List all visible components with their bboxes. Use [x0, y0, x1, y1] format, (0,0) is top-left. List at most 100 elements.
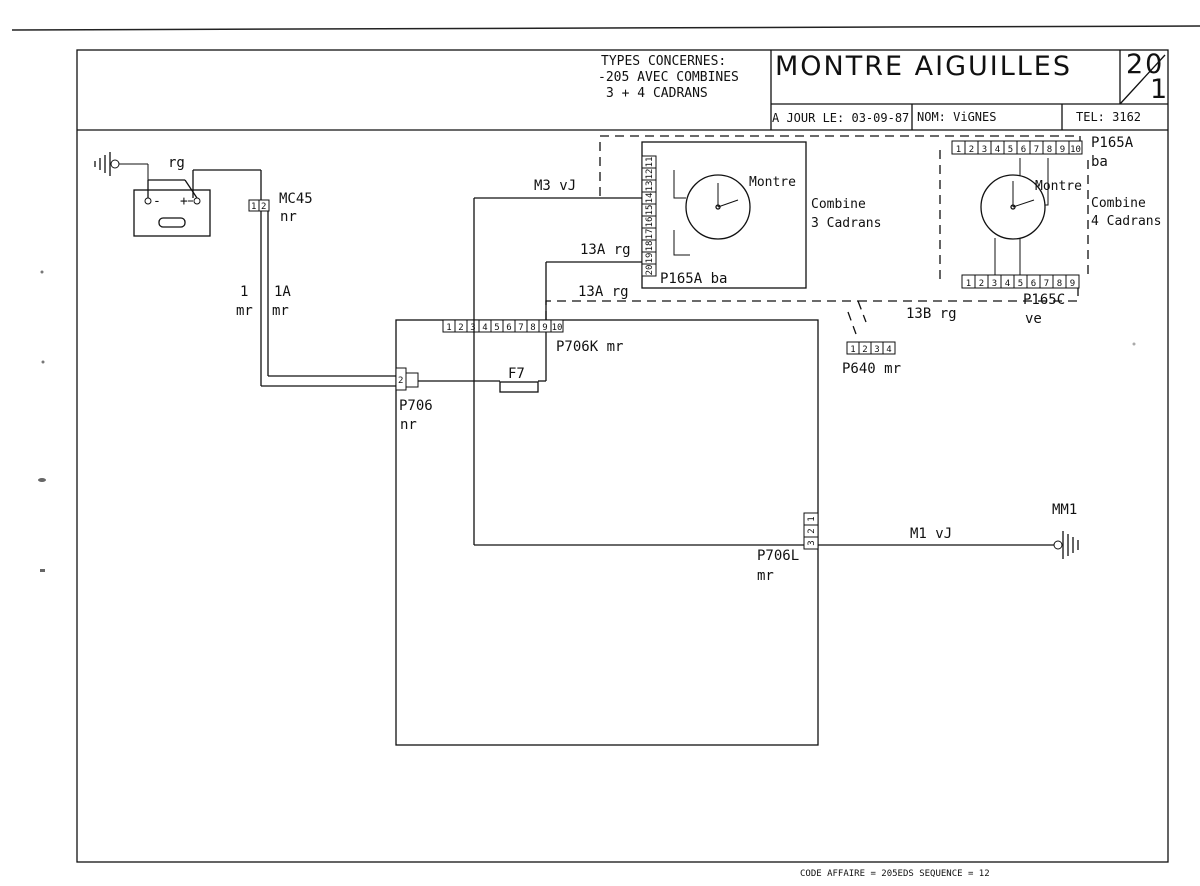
p640-label: P640 mr — [842, 361, 901, 377]
combine3-watch-label: Montre — [749, 175, 796, 190]
p165a_4-pin-number: 2 — [969, 145, 974, 155]
types-line-2: -205 AVEC COMBINES — [598, 70, 739, 85]
p706k-pin-number: 8 — [530, 323, 535, 333]
ground-mm1-label: MM1 — [1052, 502, 1077, 518]
p165a_4-pin-number: 1 — [956, 145, 961, 155]
p165a_3-pin-number: 12 — [645, 169, 655, 180]
p165a_3-pin-number: 11 — [645, 157, 655, 168]
p706k-pin-number: 2 — [458, 323, 463, 333]
p165a_3-pin-number: 15 — [645, 205, 655, 216]
combine4-title-2: 4 Cadrans — [1091, 214, 1161, 229]
p706k-pin-number: 3 — [470, 323, 475, 333]
p165c-pin-number: 8 — [1057, 279, 1062, 289]
page-title: MONTRE AIGUILLES — [775, 51, 1072, 82]
page-edge-line — [11, 25, 1200, 31]
p706k-pin-number: 9 — [542, 323, 547, 333]
p706l-label: P706L — [757, 548, 799, 564]
p706k-pin-number: 7 — [518, 323, 523, 333]
p165a_4-pin-cell — [1068, 140, 1083, 155]
p165a_4-pin-number: 4 — [995, 145, 1000, 155]
wire-1a-color: mr — [272, 303, 289, 319]
p165c-label: P165C — [1023, 292, 1065, 308]
mc45-color: nr — [280, 209, 297, 225]
battery-wire-label: rg — [168, 155, 185, 171]
mc45-pin-2: 2 — [261, 202, 266, 212]
p165c-pin-number: 2 — [979, 279, 984, 289]
wire-m3-label: M3 vJ — [534, 178, 576, 194]
p706k-pin-cell — [550, 319, 564, 333]
p706k-pin-number: 6 — [506, 323, 511, 333]
wire-m1-label: M1 vJ — [910, 526, 952, 542]
p706l-pin-number: 1 — [807, 516, 817, 521]
sheet-frame — [76, 49, 1169, 863]
battery-plus-sign: + — [180, 194, 188, 209]
p706-label: P706 — [399, 398, 433, 414]
combine3-title-2: 3 Cadrans — [811, 216, 881, 231]
p165a_4-pin-number: 8 — [1047, 145, 1052, 155]
ground-left-icon — [94, 152, 149, 180]
p165a_4-pin-number: 6 — [1021, 145, 1026, 155]
ground-mm1-icon: MM1 — [1052, 502, 1079, 559]
p706k-pin-number: 1 — [446, 323, 451, 333]
p165a4-color: ba — [1091, 154, 1108, 170]
wire-m1: M1 vJ — [818, 526, 1054, 546]
battery: - + rg — [133, 155, 261, 237]
types-line-1: TYPES CONCERNES: — [601, 54, 726, 69]
p706l-color: mr — [757, 568, 774, 584]
p640-pin-number: 4 — [886, 345, 891, 355]
p706k-label: P706K mr — [556, 339, 623, 355]
p706l-pin-number: 3 — [807, 540, 817, 545]
p165a_3-pin-number: 17 — [645, 229, 655, 240]
p706k-pin-number: 5 — [494, 323, 499, 333]
sheet-number-bottom: 1 — [1150, 74, 1169, 105]
connector-p706l: P706L mr 123 — [757, 512, 819, 584]
p165c-pin-number: 3 — [992, 279, 997, 289]
mc45-pin-1: 1 — [251, 202, 256, 212]
p165a_4-pin-number: 9 — [1060, 145, 1065, 155]
p706-pin-2: 2 — [398, 376, 403, 386]
p165a_3-pin-number: 18 — [645, 241, 655, 252]
telephone: TEL: 3162 — [1076, 110, 1141, 124]
wire-13b-label: 13B rg — [906, 306, 957, 322]
p640-pin-cell — [882, 341, 896, 355]
combine3-title-1: Combine — [811, 197, 866, 212]
p165a_3-pin-number: 19 — [645, 253, 655, 264]
p165a_3-pin-cell — [641, 263, 657, 277]
p706-color: nr — [400, 417, 417, 433]
wire-13a: 13A rg 13A rg — [546, 242, 642, 300]
module-box — [395, 319, 819, 746]
p165c-color: ve — [1025, 311, 1042, 327]
p165a_4-pin-number: 7 — [1034, 145, 1039, 155]
p165c-pin-number: 5 — [1018, 279, 1023, 289]
combine-4-cadrans: Montre Combine 4 Cadrans — [980, 158, 1161, 276]
p165c-pin-number: 6 — [1031, 279, 1036, 289]
footer-code: CODE AFFAIRE = 205EDS SEQUENCE = 12 — [800, 869, 990, 879]
wire-1-label: 1 — [240, 284, 248, 300]
fuse-label: F7 — [508, 366, 525, 382]
battery-minus-sign: - — [153, 194, 161, 209]
combine-3-cadrans: Montre Combine 3 Cadrans — [641, 141, 881, 289]
p640-pin-number: 1 — [850, 345, 855, 355]
p640-pin-number: 3 — [874, 345, 879, 355]
wire-m3: M3 vJ — [473, 178, 804, 546]
connector-p706: 2 P706 nr — [395, 367, 433, 433]
author-name: NOM: ViGNES — [917, 110, 996, 124]
p165a_3-pin-number: 20 — [645, 265, 655, 276]
wire-13a-label-1: 13A rg — [580, 242, 631, 258]
p706l-pin-cell — [803, 536, 819, 550]
title-block: TYPES CONCERNES: -205 AVEC COMBINES 3 + … — [77, 49, 1169, 131]
p706k-pin-number: 4 — [482, 323, 487, 333]
sheet-number-top: 20 — [1126, 49, 1164, 80]
wire-1-1a: 1 mr 1A mr — [236, 170, 396, 387]
dashed-harness: 13B rg — [545, 135, 1089, 335]
p165c-pin-number: 7 — [1044, 279, 1049, 289]
types-line-3: 3 + 4 CADRANS — [606, 86, 708, 101]
p165a_3-pin-number: 13 — [645, 181, 655, 192]
p165a3-label: P165A ba — [660, 271, 727, 287]
p165c-pin-cell — [1065, 274, 1080, 289]
